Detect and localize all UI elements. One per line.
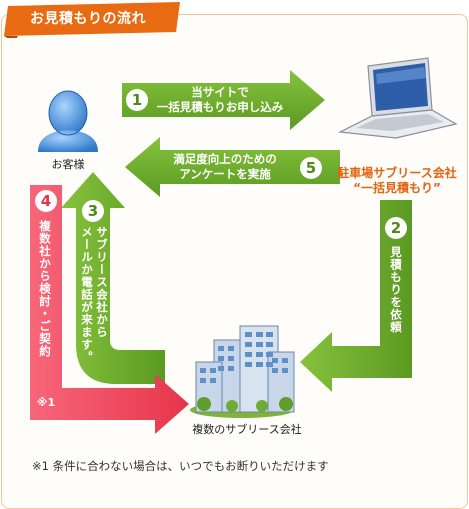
step1-number: 1 <box>126 89 148 111</box>
step5-number: 5 <box>300 157 322 179</box>
step2-number: 2 <box>385 217 407 239</box>
laptop-icon <box>337 57 458 139</box>
step5-line2: アンケートを実施 <box>179 167 271 181</box>
step4-note: ※1 <box>36 396 56 409</box>
step4-number: 4 <box>35 190 57 212</box>
customer-icon <box>38 90 98 152</box>
customer-label: お客様 <box>51 158 85 171</box>
step3-arrow <box>61 172 165 384</box>
step5-arrow <box>125 137 340 197</box>
step3-label: サブリース会社から メールか電話が来ます。 <box>79 226 109 386</box>
step5-label: 満足度向上のための アンケートを実施 <box>152 152 298 182</box>
step1-arrow <box>122 70 325 130</box>
step3-line1: サブリース会社から <box>95 226 109 339</box>
step3-line2: メールか電話が来ます。 <box>80 226 94 364</box>
step1-line1: 当サイトで <box>191 85 249 99</box>
title-tab <box>4 2 180 38</box>
companies-label: 複数のサブリース会社 <box>192 423 302 436</box>
step4-label: 複数社から検討・ご契約 <box>38 220 52 358</box>
footnote: ※1 条件に合わない場合は、いつでもお断りいただけます <box>32 459 329 473</box>
buildings-icon <box>190 325 295 418</box>
step1-line2: 一括見積もりお申し込み <box>156 100 284 114</box>
site-label-line2: “一括見積もり” <box>353 181 441 195</box>
step5-line1: 満足度向上のための <box>173 152 277 166</box>
step2-label: 見積もりを依頼 <box>389 246 403 334</box>
step3-number: 3 <box>82 200 104 222</box>
step2-arrow <box>300 200 412 392</box>
step1-label: 当サイトで 一括見積もりお申し込み <box>150 85 290 115</box>
site-label-line1: 駐車場サブリース会社 <box>337 166 457 180</box>
site-label: 駐車場サブリース会社 “一括見積もり” <box>326 166 468 196</box>
page-title: お見積もりの流れ <box>30 11 146 27</box>
